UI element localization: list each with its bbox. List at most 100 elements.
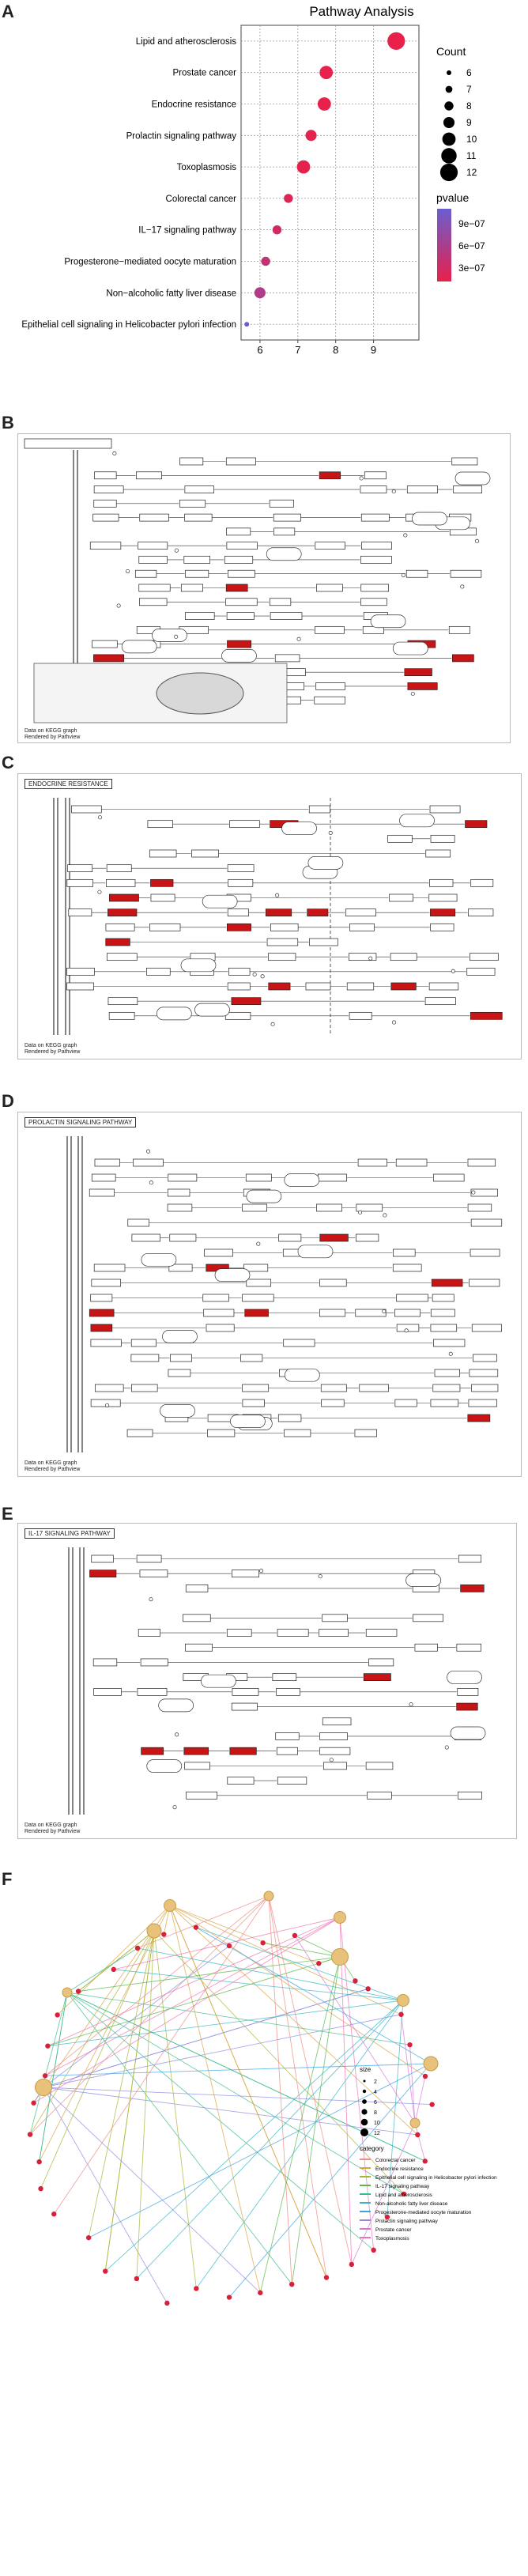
network-edge [66, 1992, 425, 2162]
gene-box [467, 1158, 496, 1167]
gene-box [405, 569, 428, 578]
gene-box [365, 1629, 398, 1637]
data-point [317, 97, 331, 111]
size-legend-label: 10 [466, 134, 477, 145]
gene-box [184, 485, 214, 493]
network-edge [268, 1895, 353, 2264]
network-edge [169, 1905, 261, 2293]
gene-node [422, 2159, 428, 2164]
panel-d-letter: D [2, 1091, 14, 1111]
data-point [296, 160, 311, 174]
gene-box [356, 1203, 383, 1212]
network-edge [409, 2045, 416, 2124]
compound-node [460, 584, 465, 589]
gene-box-highlighted [268, 982, 291, 991]
size-legend-dot [445, 85, 453, 93]
gene-box [392, 1263, 422, 1272]
gene-box [93, 485, 124, 493]
gene-box [432, 1294, 454, 1302]
gene-box [273, 527, 296, 536]
gene-box [321, 1399, 345, 1407]
network-edge [57, 1905, 171, 2015]
gene-box [354, 1429, 377, 1437]
gene-box [360, 598, 387, 606]
compound-node [410, 691, 415, 697]
size-legend-dot [441, 148, 457, 164]
gene-box [390, 953, 417, 961]
network-edge [268, 1895, 327, 2278]
compound-node [275, 893, 280, 897]
gene-box [322, 1762, 347, 1770]
gene-box [206, 1324, 235, 1332]
network-edge [39, 1905, 171, 2162]
gene-box [471, 1384, 499, 1392]
panel-e-letter: E [2, 1504, 13, 1524]
gene-box [231, 1702, 258, 1711]
size-legend-label: 2 [374, 2079, 377, 2085]
category-legend-label: Toxoplasmosis [375, 2236, 409, 2242]
size-legend-label: 6 [374, 2100, 377, 2106]
data-point [319, 66, 334, 80]
gene-box [319, 1747, 351, 1755]
gene-box [387, 834, 413, 843]
network-edge [136, 2000, 404, 2279]
category-legend-label: Prostate cancer [375, 2227, 412, 2233]
gene-box [232, 1688, 259, 1696]
gene-box [413, 1614, 443, 1622]
gene-box [276, 1688, 300, 1696]
gene-node [27, 2132, 33, 2137]
gene-node [193, 1924, 199, 1930]
gene-box-highlighted [183, 1747, 209, 1755]
gene-node [226, 2295, 232, 2300]
network-edge [138, 1947, 404, 2001]
gene-box-highlighted [430, 908, 456, 917]
gene-box [226, 542, 258, 550]
y-tick-label: Endocrine resistance [152, 100, 236, 110]
size-legend-label: 8 [374, 2110, 377, 2116]
gene-box [170, 1354, 192, 1362]
gene-box [140, 1658, 168, 1667]
size-legend-dot [447, 70, 451, 75]
gene-box [389, 893, 414, 902]
gene-node [292, 1932, 298, 1939]
gene-box [137, 1688, 168, 1696]
gene-node [42, 2073, 48, 2079]
gene-box [361, 542, 392, 550]
compound-node [471, 1190, 476, 1195]
gene-box [146, 967, 171, 976]
size-legend-title: size [360, 2066, 371, 2073]
gene-box [355, 1309, 387, 1317]
network-edge [401, 2014, 416, 2124]
gene-box-highlighted [225, 584, 248, 592]
pathway-link-oval [121, 640, 157, 654]
gene-box [227, 982, 251, 991]
gene-box [139, 598, 168, 606]
network-edge [43, 2087, 432, 2106]
gene-box [430, 1399, 459, 1407]
network-edge [43, 1988, 368, 2088]
pathway-node [397, 1994, 409, 2007]
gene-node [407, 2042, 413, 2048]
network-edge [259, 1956, 341, 2293]
footnote-e-line2: Rendered by Pathview [25, 1829, 81, 1834]
vascular-wall-schematic [33, 663, 288, 723]
gene-node [401, 2191, 407, 2197]
gene-box [92, 513, 119, 522]
compound-node [125, 568, 130, 574]
compound-node [98, 815, 103, 820]
gene-box [93, 499, 117, 508]
network-edge [153, 1930, 197, 2289]
compound-node [174, 634, 179, 639]
gene-box [451, 457, 478, 466]
pathway-link-oval [399, 814, 435, 828]
pathway-node [409, 2117, 421, 2128]
gene-box-highlighted [231, 997, 262, 1006]
gene-box [394, 1399, 417, 1407]
gene-box [466, 967, 496, 976]
gene-box [224, 1011, 251, 1020]
gene-box-highlighted [229, 1747, 257, 1755]
gene-box [470, 1188, 498, 1197]
gene-node [51, 2212, 57, 2217]
gene-box-highlighted [307, 908, 329, 917]
compound-node [403, 533, 408, 538]
